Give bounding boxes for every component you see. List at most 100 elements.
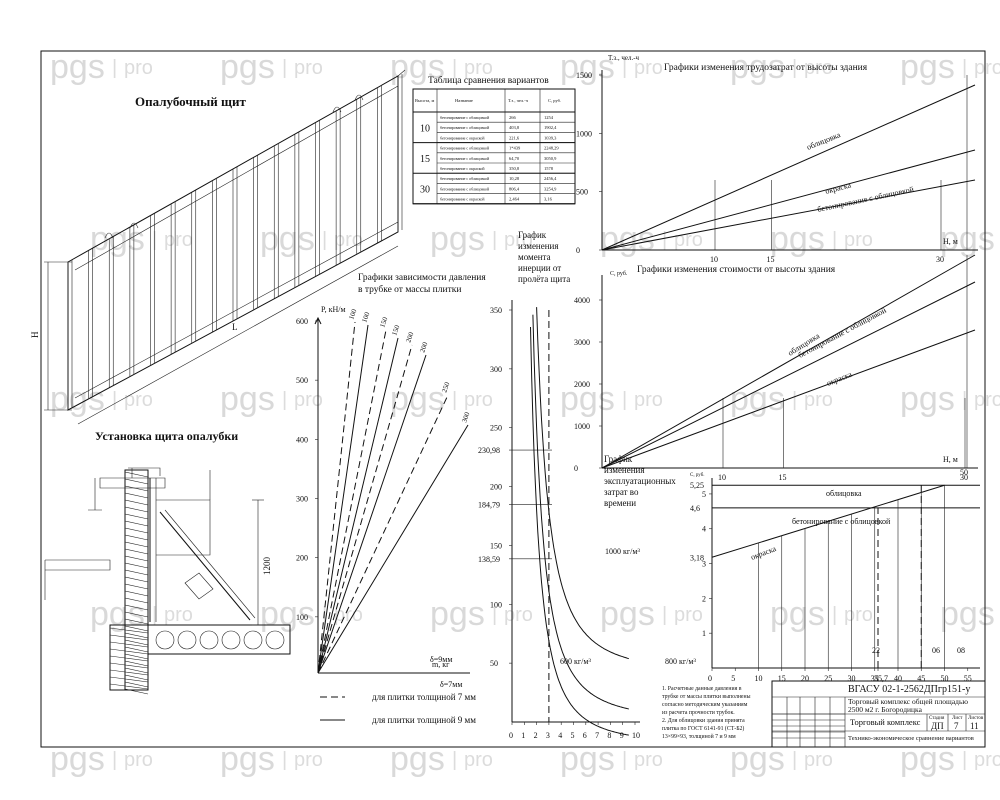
table-cell-tz: 403,8 bbox=[509, 125, 520, 131]
table-cell-name: бетонирование с окраской bbox=[440, 166, 485, 171]
watermark-suffix: pro bbox=[294, 57, 323, 79]
wall-hatch bbox=[124, 625, 149, 632]
x-tick-label: 30 bbox=[936, 255, 944, 264]
table-title: Таблица сравнения вариантов bbox=[428, 75, 549, 86]
labor-title: Графики изменения трудозатрат от высоты … bbox=[664, 62, 868, 73]
x-tick-label: 35,7 bbox=[874, 674, 888, 683]
cost-title: Графики изменения стоимости от высоты зд… bbox=[637, 264, 836, 275]
watermark-suffix: pro bbox=[974, 749, 1000, 771]
watermark-suffix: pro bbox=[844, 229, 873, 251]
table-cell-tz: 266 bbox=[509, 115, 517, 120]
y-tick-label: 3 bbox=[702, 560, 706, 569]
cost-series-line bbox=[601, 254, 976, 469]
tb-stage: ДП bbox=[931, 721, 944, 731]
pressure-title-2: в трубке от массы плитки bbox=[358, 284, 461, 295]
note-line: 13×99×93, толщиной 7 и 9 мм bbox=[662, 733, 736, 740]
pressure-line-label: 200 bbox=[404, 331, 415, 344]
wall-hatch bbox=[124, 674, 149, 681]
legend-dash: для плитки толщиной 7 мм bbox=[372, 692, 476, 702]
formwork-panel-drawing: Опалубочный щит H L bbox=[30, 69, 406, 425]
expl-title-line: эксплуатационных bbox=[604, 476, 676, 486]
wall-hatch bbox=[124, 632, 149, 639]
watermark-brand: pgs bbox=[220, 740, 275, 778]
labor-series-line bbox=[601, 149, 976, 251]
watermark-suffix: pro bbox=[804, 389, 833, 411]
x-tick-label: 35 bbox=[871, 674, 879, 683]
pressure-line bbox=[317, 324, 369, 674]
moment-title-line: момента bbox=[518, 252, 551, 262]
watermark-sep: | bbox=[282, 57, 287, 79]
table-header: Т.з., чел.-ч bbox=[508, 98, 529, 104]
watermark-sep: | bbox=[282, 389, 287, 411]
watermark-brand: pgs bbox=[600, 595, 655, 633]
watermark-suffix: pro bbox=[844, 604, 873, 626]
formwork-dim-l: L bbox=[232, 322, 238, 332]
watermark-sep: | bbox=[792, 57, 797, 79]
table-cell-name: бетонирование с окраской bbox=[440, 197, 485, 202]
watermark-brand: pgs bbox=[430, 595, 485, 633]
table-group-height: 15 bbox=[420, 154, 430, 165]
corner-tab bbox=[397, 69, 406, 77]
pressure-line-label: 150 bbox=[390, 324, 401, 337]
lifting-hook bbox=[104, 232, 114, 239]
wall-hatch bbox=[124, 590, 149, 597]
curve-label-600: 600 кг/м³ bbox=[560, 657, 591, 666]
watermark-brand: pgs bbox=[560, 48, 615, 86]
inclined-brace bbox=[159, 511, 251, 621]
pressure-line bbox=[317, 337, 399, 674]
watermark-sep: | bbox=[322, 229, 327, 251]
y-tick-label: 4000 bbox=[574, 296, 590, 305]
watermark-sep: | bbox=[962, 389, 967, 411]
watermark-brand: pgs bbox=[90, 595, 145, 633]
watermark-suffix: pro bbox=[464, 749, 493, 771]
note-line: из расчета прочности трубок. bbox=[662, 709, 735, 716]
table-cell-tz: 1*439 bbox=[509, 146, 521, 151]
y-tick-label: 300 bbox=[296, 495, 308, 504]
note-line: 2. Для облицовки здания принята bbox=[662, 717, 745, 724]
wall-hatch bbox=[124, 583, 149, 590]
x-tick-label: 6 bbox=[583, 731, 587, 740]
watermark-sep: | bbox=[152, 604, 157, 626]
install-dim: 1200 bbox=[262, 557, 272, 576]
lower-wall-hatch bbox=[109, 641, 149, 648]
wall-hatch bbox=[124, 569, 149, 576]
wall-hatch bbox=[124, 513, 149, 520]
expl-title-line: затрат во bbox=[604, 487, 639, 497]
lower-wall-hatch bbox=[109, 662, 149, 669]
wall-hatch bbox=[124, 604, 149, 611]
y-tick-label: 400 bbox=[296, 435, 308, 444]
x-tick-label: 30 bbox=[960, 473, 968, 482]
x-axis-label: H, м bbox=[943, 237, 958, 246]
panel-top-rail bbox=[74, 85, 399, 271]
y-mark-label: 5,25 bbox=[690, 481, 704, 490]
watermark-sep: | bbox=[622, 749, 627, 771]
pressure-line-label: 200 bbox=[418, 341, 429, 354]
watermark-brand: pgs bbox=[430, 220, 485, 258]
y-tick-label: 1 bbox=[702, 629, 706, 638]
pressure-line bbox=[317, 394, 449, 674]
series-label: облицовка bbox=[805, 130, 842, 152]
watermark-brand: pgs bbox=[730, 48, 785, 86]
tb-stage-h: Стадия bbox=[929, 716, 945, 721]
watermark-sep: | bbox=[832, 229, 837, 251]
watermark-sep: | bbox=[832, 604, 837, 626]
tb-sheets-h: Листов bbox=[968, 716, 984, 721]
table-cell-name: бетонирование с облицовкой bbox=[440, 125, 490, 130]
x-tick-label: 2 bbox=[534, 731, 538, 740]
delta-7mm-label: δ=7мм bbox=[440, 680, 462, 689]
watermark-suffix: pro bbox=[804, 749, 833, 771]
y-tick-label: 1000 bbox=[576, 129, 592, 138]
slab-void bbox=[199, 630, 219, 650]
y-tick-label: 600 bbox=[296, 317, 308, 326]
x-tick-label: 10 bbox=[710, 255, 718, 264]
x-tick-label: 1 bbox=[521, 731, 525, 740]
watermark-suffix: pro bbox=[504, 604, 533, 626]
y-tick-label: 2 bbox=[702, 594, 706, 603]
wall-hatch bbox=[124, 499, 149, 506]
curve-label-1000: 1000 кг/м³ bbox=[605, 547, 640, 556]
expl-title-line: изменения bbox=[604, 465, 645, 475]
y-tick-label: 350 bbox=[490, 306, 502, 315]
watermark-sep: | bbox=[962, 57, 967, 79]
series-label: окраска bbox=[749, 544, 777, 562]
